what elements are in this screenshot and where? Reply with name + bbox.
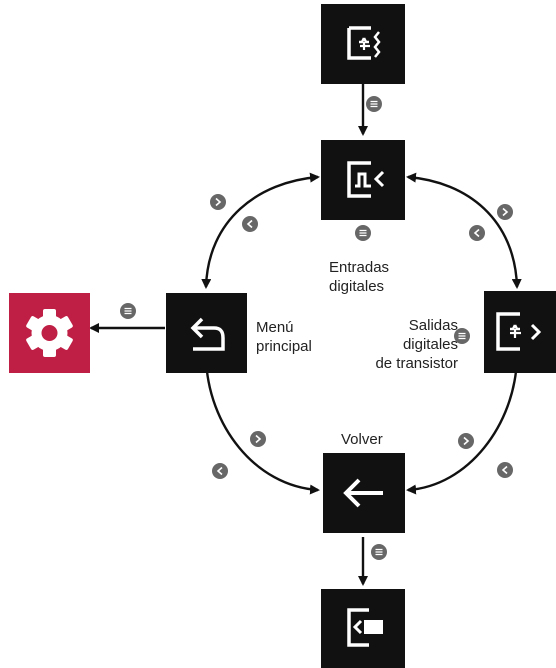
label-salidas-digitales: Salidas digitales de transistor <box>360 316 458 373</box>
ok-button-icon <box>124 307 132 315</box>
prev-badge-upper-right <box>469 225 485 241</box>
ok-button-icon <box>458 332 466 340</box>
tile-volver[interactable] <box>323 453 405 533</box>
ok-badge-top <box>366 96 382 112</box>
ok-badge-volver <box>371 544 387 560</box>
arrow-entradas-menu <box>201 172 320 289</box>
tile-salidas-transistor[interactable] <box>484 291 556 373</box>
label-menu-line2: principal <box>256 338 312 355</box>
next-badge-upper-left <box>210 194 226 210</box>
tile-transistor-output-screen[interactable] <box>321 4 405 84</box>
gear-icon <box>26 309 73 357</box>
ok-badge-settings <box>120 303 136 319</box>
ok-badge-salidas <box>454 328 470 344</box>
label-menu-line1: Menú <box>256 319 294 336</box>
ok-badge-entradas <box>355 225 371 241</box>
prev-badge-upper-left <box>242 216 258 232</box>
label-salidas-line2: digitales <box>402 336 458 353</box>
prev-button-icon <box>501 465 508 475</box>
arrow-menu-volver <box>201 356 320 495</box>
prev-badge-lower-left <box>212 463 228 479</box>
arrow-salidas-volver <box>406 356 522 495</box>
digital-input-pulse-icon <box>347 161 385 198</box>
transistor-output-icon <box>496 312 542 351</box>
back-arrow-icon <box>343 478 383 508</box>
label-salidas-line3: de transistor <box>375 355 458 372</box>
tile-settings[interactable] <box>9 293 90 373</box>
label-entradas-digitales: Entradas digitales <box>329 258 389 296</box>
next-button-icon <box>255 434 262 444</box>
return-arrow-icon <box>190 317 225 351</box>
label-entradas-line2: digitales <box>329 278 385 295</box>
next-badge-lower-right <box>458 433 474 449</box>
ok-button-icon <box>359 229 367 237</box>
ok-button-icon <box>370 100 378 108</box>
next-badge-upper-right <box>497 204 513 220</box>
prev-button-icon <box>246 219 253 229</box>
tile-entradas-digitales[interactable] <box>321 140 405 220</box>
tile-exit-screen[interactable] <box>321 589 405 668</box>
transistor-output-screen-icon <box>347 26 381 60</box>
tile-menu-principal[interactable] <box>166 293 247 373</box>
arrow-entradas-salidas <box>406 172 522 289</box>
label-salidas-line1: Salidas <box>408 317 458 334</box>
next-button-icon <box>502 207 509 217</box>
prev-button-icon <box>473 228 480 238</box>
exit-screen-icon <box>347 608 383 647</box>
ok-button-icon <box>375 548 383 556</box>
prev-button-icon <box>216 466 223 476</box>
prev-badge-lower-right <box>497 462 513 478</box>
next-button-icon <box>215 197 222 207</box>
next-button-icon <box>463 436 470 446</box>
label-menu-principal: Menú principal <box>256 318 312 356</box>
label-entradas-line1: Entradas <box>329 259 390 276</box>
label-volver: Volver <box>341 431 383 448</box>
next-badge-lower-left <box>250 431 266 447</box>
